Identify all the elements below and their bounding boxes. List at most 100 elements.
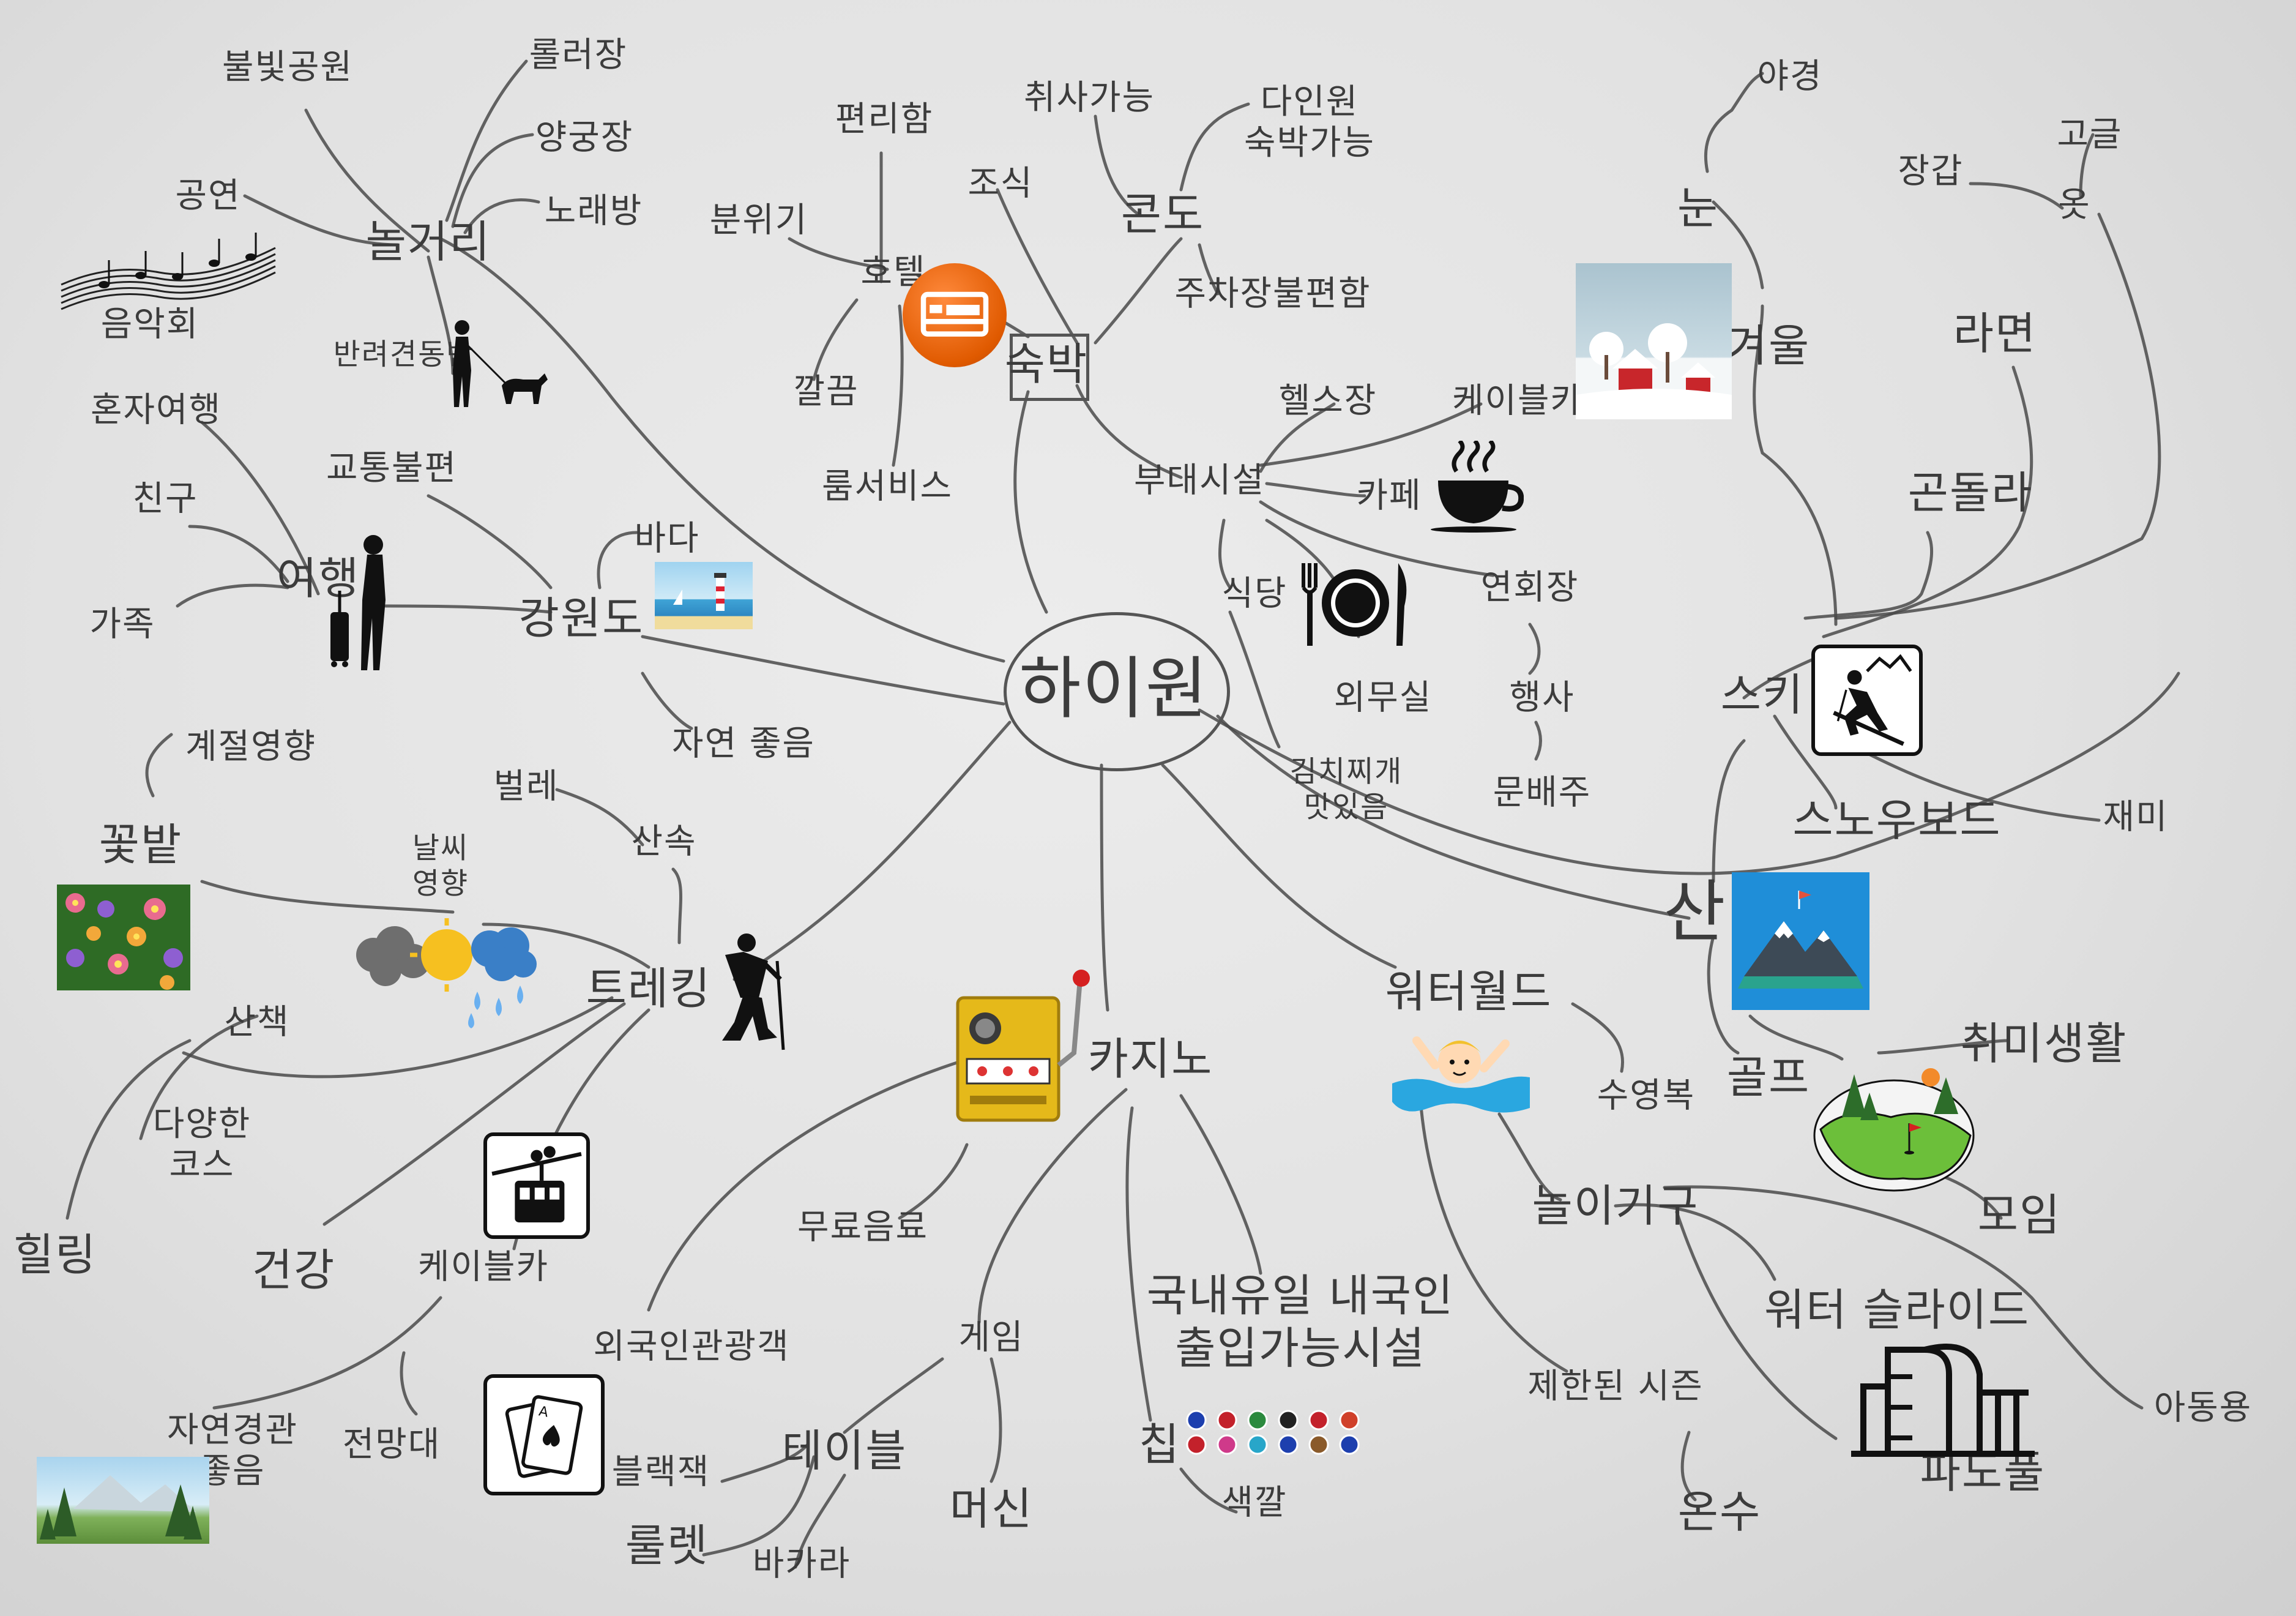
mountain-gondola: 곤돌라	[1907, 466, 2033, 518]
flower-field-picture	[57, 885, 190, 990]
play-light-park: 불빛공원	[222, 47, 354, 88]
mountain-winter: 겨울	[1726, 320, 1811, 372]
waterworld-rides: 놀이기구	[1532, 1180, 1699, 1232]
lighthouse-picture	[655, 562, 753, 629]
casino-foreign-tourists: 외국인관광객	[593, 1326, 790, 1367]
mountain-ramen: 라면	[1953, 307, 2037, 359]
play-archery: 양궁장	[535, 118, 634, 158]
trekking-healing: 힐링	[13, 1229, 97, 1281]
play-roller-rink: 롤러장	[529, 35, 628, 75]
lodging-box	[1010, 334, 1089, 401]
plate-cutlery-icon	[1297, 557, 1414, 649]
hiker-icon	[710, 930, 802, 1053]
mountain-goggles: 고글	[2057, 114, 2123, 155]
trekking-season: 계절영향	[185, 727, 317, 767]
lodging-label: 숙박	[1004, 338, 1089, 390]
skier-icon	[1811, 645, 1923, 756]
coffee-cup-icon	[1426, 441, 1524, 533]
casino-label: 카지노	[1087, 1033, 1213, 1085]
water-slide-icon	[1851, 1337, 2035, 1460]
cable-car-icon	[483, 1132, 590, 1239]
casino-blackjack: 블랙잭	[611, 1452, 710, 1492]
winter-house-picture	[1576, 263, 1732, 419]
play-performance: 공연	[175, 176, 241, 216]
trekking-flower-field: 꽃밭	[99, 818, 183, 870]
waterworld-limited-season: 제한된 시즌	[1527, 1366, 1704, 1407]
facility-restaurant: 식당	[1221, 574, 1288, 614]
hotel-clean: 깔끔	[793, 372, 859, 412]
trekking-scenery: 자연경관 좋음	[166, 1410, 299, 1491]
weather-icon	[349, 912, 539, 1028]
trekking-label: 트레킹	[586, 962, 712, 1014]
facility-banquet-hall: 연회장	[1480, 567, 1579, 608]
gangwon-transport: 교통불편	[326, 448, 458, 488]
person-dog-icon	[441, 318, 551, 410]
casino-machine: 머신	[949, 1483, 1034, 1535]
casino-chips-icon	[1184, 1408, 1374, 1457]
travel-friends: 친구	[132, 479, 198, 519]
mountain-snow: 눈	[1677, 182, 1720, 234]
travel-family: 가족	[89, 604, 155, 645]
golf-meeting: 모임	[1977, 1189, 2062, 1241]
hotel-room-service: 룸서비스	[821, 466, 953, 507]
trekking-cable-car: 케이블카	[417, 1247, 550, 1287]
casino-game: 게임	[958, 1317, 1024, 1358]
waterworld-label: 워터월드	[1385, 965, 1552, 1017]
mountain-fun: 재미	[2103, 797, 2169, 837]
condo-parking: 주차장불편함	[1174, 274, 1371, 314]
facility-munbaeju: 문배주	[1493, 772, 1592, 813]
facility-oemusil: 외무실	[1333, 678, 1433, 718]
waterworld-swimsuit: 수영복	[1597, 1075, 1696, 1116]
trekking-weather: 날씨 영향	[412, 831, 469, 900]
casino-only-domestic: 국내유일 내국인 출입가능시설	[1146, 1270, 1455, 1374]
facility-event: 행사	[1509, 678, 1575, 718]
casino-baccarat: 바카라	[752, 1544, 851, 1584]
facility-cafe: 카페	[1356, 476, 1422, 516]
trekking-courses: 다양한 코스	[152, 1104, 252, 1185]
center-node-outline	[1004, 612, 1230, 771]
waterworld-kids: 아동용	[2153, 1388, 2253, 1428]
bed-icon	[903, 263, 1007, 367]
traveler-icon	[324, 533, 404, 673]
mountain-label: 산	[1663, 873, 1727, 951]
casino-roulette: 룰렛	[625, 1519, 709, 1571]
condo-group-stay: 다인원 숙박가능	[1243, 81, 1376, 163]
hotel-convenience: 편리함	[835, 99, 934, 140]
center-label: 하이원	[1019, 649, 1209, 728]
breakfast: 조식	[967, 163, 1034, 204]
casino-chips: 칩	[1138, 1418, 1181, 1470]
casino-color: 색깔	[1221, 1483, 1288, 1523]
travel-solo: 혼자여행	[90, 390, 222, 430]
trekking-in-mountain: 산속	[631, 821, 697, 862]
facilities-label: 부대시설	[1133, 460, 1265, 501]
trekking-bugs: 벌레	[493, 766, 559, 807]
swimmer-icon	[1392, 1016, 1530, 1126]
facility-cable-car: 케이블카	[1452, 381, 1584, 421]
gangwon-sea: 바다	[634, 518, 700, 559]
facility-gym: 헬스장	[1278, 381, 1377, 421]
waterworld-slide: 워터 슬라이드	[1764, 1284, 2030, 1336]
travel-label: 여행	[276, 552, 360, 604]
playing-cards-icon: A	[483, 1374, 605, 1495]
mountain-gloves: 장갑	[1898, 151, 1964, 192]
mountain-night-view: 야경	[1757, 56, 1823, 97]
casino-table: 테이블	[781, 1424, 908, 1476]
trekking-health: 건강	[252, 1244, 336, 1296]
svg-text:A: A	[537, 1403, 550, 1420]
mountain-icon	[1732, 872, 1869, 1010]
gangwon-nature: 자연 좋음	[672, 724, 815, 764]
gangwon-label: 강원도	[518, 592, 644, 644]
casino-free-drinks: 무료음료	[797, 1207, 929, 1248]
condo-label: 콘도	[1120, 188, 1205, 240]
play-label: 놀거리	[365, 215, 491, 267]
trekking-walk: 산책	[224, 1002, 290, 1042]
music-staff-icon	[55, 226, 281, 312]
trekking-observatory: 전망대	[342, 1424, 441, 1465]
play-concert: 음악회	[100, 304, 199, 345]
waterworld-warm-water: 온수	[1677, 1486, 1762, 1538]
play-pet-friendly: 반려견동반	[333, 337, 475, 372]
mountain-ski: 스키	[1720, 668, 1805, 720]
mountain-snowboard: 스노우보드	[1792, 794, 2002, 846]
